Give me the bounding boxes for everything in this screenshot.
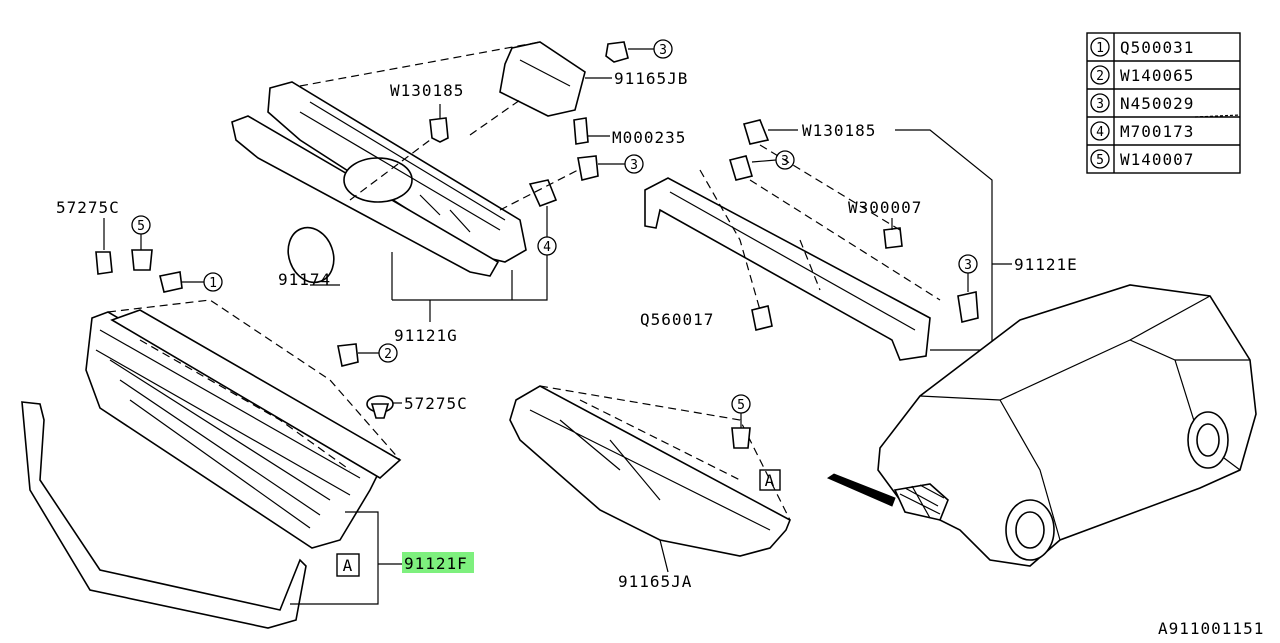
- label-w130185-top: W130185: [390, 81, 464, 100]
- callout-4: 4: [543, 240, 551, 255]
- legend-code: W140065: [1120, 66, 1194, 85]
- cover-91165ja: [509, 385, 792, 557]
- legend-row-3: 3 N450029: [1090, 93, 1194, 113]
- label-57275c-left: 57275C: [56, 198, 120, 217]
- legend-row-4: 4 M700173: [1090, 121, 1194, 141]
- legend-code: W140007: [1120, 150, 1194, 169]
- label-91174: 91174: [278, 270, 331, 289]
- legend-num: 4: [1096, 125, 1104, 140]
- legend-num: 3: [1096, 97, 1104, 112]
- callout-3: 3: [659, 43, 667, 58]
- legend-row-2: 2 W140065: [1090, 65, 1194, 85]
- ref-a-label: A: [765, 471, 776, 490]
- highlight-91121f: [402, 552, 474, 573]
- legend-num: 2: [1096, 69, 1104, 84]
- callout-2: 2: [384, 347, 392, 362]
- label-w130185-right: W130185: [802, 121, 876, 140]
- callout-1: 1: [209, 276, 217, 291]
- legend-row-1: 1 Q500031: [1090, 37, 1194, 57]
- label-57275c-mid: 57275C: [404, 394, 468, 413]
- label-91121g: 91121G: [394, 326, 458, 345]
- callout-3: 3: [964, 258, 972, 273]
- callout-5: 5: [137, 219, 145, 234]
- ref-a-label: A: [343, 556, 354, 575]
- clip-w130185-top: [429, 117, 449, 143]
- label-91165jb: 91165JB: [614, 69, 688, 88]
- legend-num: 1: [1096, 41, 1104, 56]
- legend-num: 5: [1096, 153, 1104, 168]
- label-91121e: 91121E: [1014, 255, 1078, 274]
- legend-row-5: 5 W140007: [1090, 149, 1194, 169]
- label-q560017: Q560017: [640, 310, 714, 329]
- diagram-id: A911001151: [1158, 619, 1264, 638]
- legend-code: Q500031: [1120, 38, 1194, 57]
- label-w300007: W300007: [848, 198, 922, 217]
- label-91121f[interactable]: 91121F: [404, 554, 468, 573]
- legend-table: 1 Q500031 2 W140065 3 N450029 4 M700173 …: [1086, 32, 1241, 174]
- bracket-91165jb: [499, 41, 586, 117]
- legend-code: M700173: [1120, 122, 1194, 141]
- ref-a-left: [336, 553, 360, 577]
- vehicle-illustration: [826, 284, 1257, 567]
- front-grille-91121f: [85, 299, 402, 549]
- upper-grille-assembly: [231, 81, 527, 284]
- grille-molding: [21, 401, 307, 629]
- ref-a-right: [759, 469, 781, 491]
- support-bracket-91121e: [644, 177, 931, 361]
- legend-code: N450029: [1120, 94, 1194, 113]
- label-m000235: M000235: [612, 128, 686, 147]
- label-91165ja: 91165JA: [618, 572, 692, 591]
- callout-3: 3: [630, 158, 638, 173]
- callout-5: 5: [737, 398, 745, 413]
- callout-3: 3: [781, 154, 789, 169]
